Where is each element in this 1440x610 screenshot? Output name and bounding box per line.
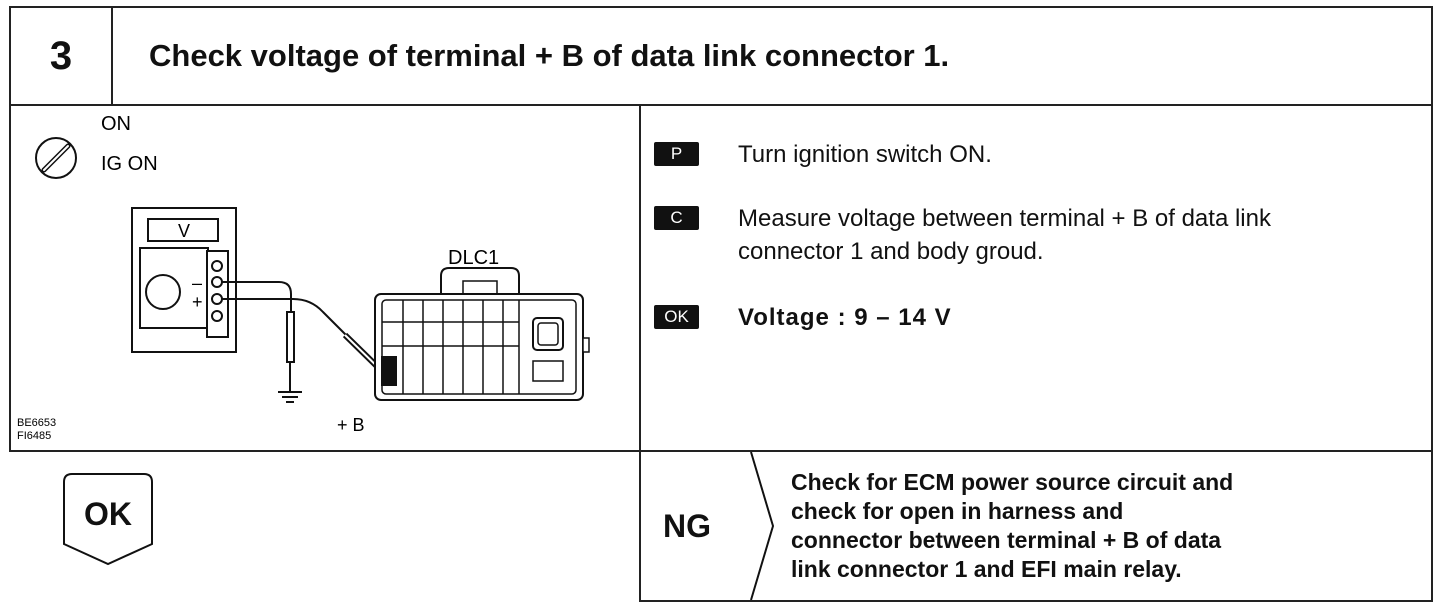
check-instruction-line-1: Measure voltage between terminal + B of … [738, 205, 1271, 232]
ng-result-label: NG [663, 508, 711, 544]
meter-label: V [178, 221, 190, 241]
step-header: 3 Check voltage of terminal + B of data … [9, 6, 1433, 106]
ok-badge-shape-icon [63, 473, 153, 566]
dlc1-connector-icon [374, 267, 590, 401]
ok-spec-tag: OK [654, 305, 699, 329]
ng-text-line-2: check for open in harness and [791, 498, 1124, 524]
ng-text-line-4: link connector 1 and EFI main relay. [791, 556, 1182, 582]
ignition-switch-icon [35, 137, 77, 179]
instructions-panel: P Turn ignition switch ON. C Measure vol… [639, 104, 1433, 452]
step-number: 3 [49, 34, 73, 78]
ng-divider-chevron-icon [750, 452, 775, 600]
figure-code-2: FI6485 [17, 430, 51, 442]
step-title: Check voltage of terminal + B of data li… [149, 38, 950, 73]
terminal-label: + B [337, 415, 365, 435]
prepare-tag: P [654, 142, 699, 166]
voltmeter-icon [131, 207, 237, 353]
voltage-spec: Voltage : 9 – 14 V [738, 304, 952, 331]
ok-result-badge: OK [62, 472, 154, 566]
ng-result-text: Check for ECM power source circuit and c… [791, 468, 1233, 584]
ig-on-label: ON [101, 113, 131, 135]
ground-symbol-icon [278, 391, 302, 403]
figure-code-1: BE6653 [17, 417, 56, 429]
ng-result-box: NG Check for ECM power source circuit an… [639, 450, 1433, 602]
ng-text-line-1: Check for ECM power source circuit and [791, 469, 1234, 495]
prepare-instruction: Turn ignition switch ON. [738, 141, 992, 168]
ng-text-line-3: connector between terminal + B of data [791, 527, 1222, 553]
check-instruction-line-2: connector 1 and body groud. [738, 238, 1044, 265]
plus-label: + [192, 292, 203, 312]
minus-label: – [192, 273, 202, 293]
check-tag: C [654, 206, 699, 230]
step-number-cell: 3 [11, 8, 113, 104]
ig-switch-label: IG ON [101, 153, 158, 175]
wiring-diagram: ON IG ON V – + DLC1 [17, 113, 590, 442]
illustration-panel: ON IG ON V – + DLC1 [9, 104, 641, 452]
ok-result-label: OK [84, 496, 132, 532]
connector-label: DLC1 [448, 247, 499, 269]
